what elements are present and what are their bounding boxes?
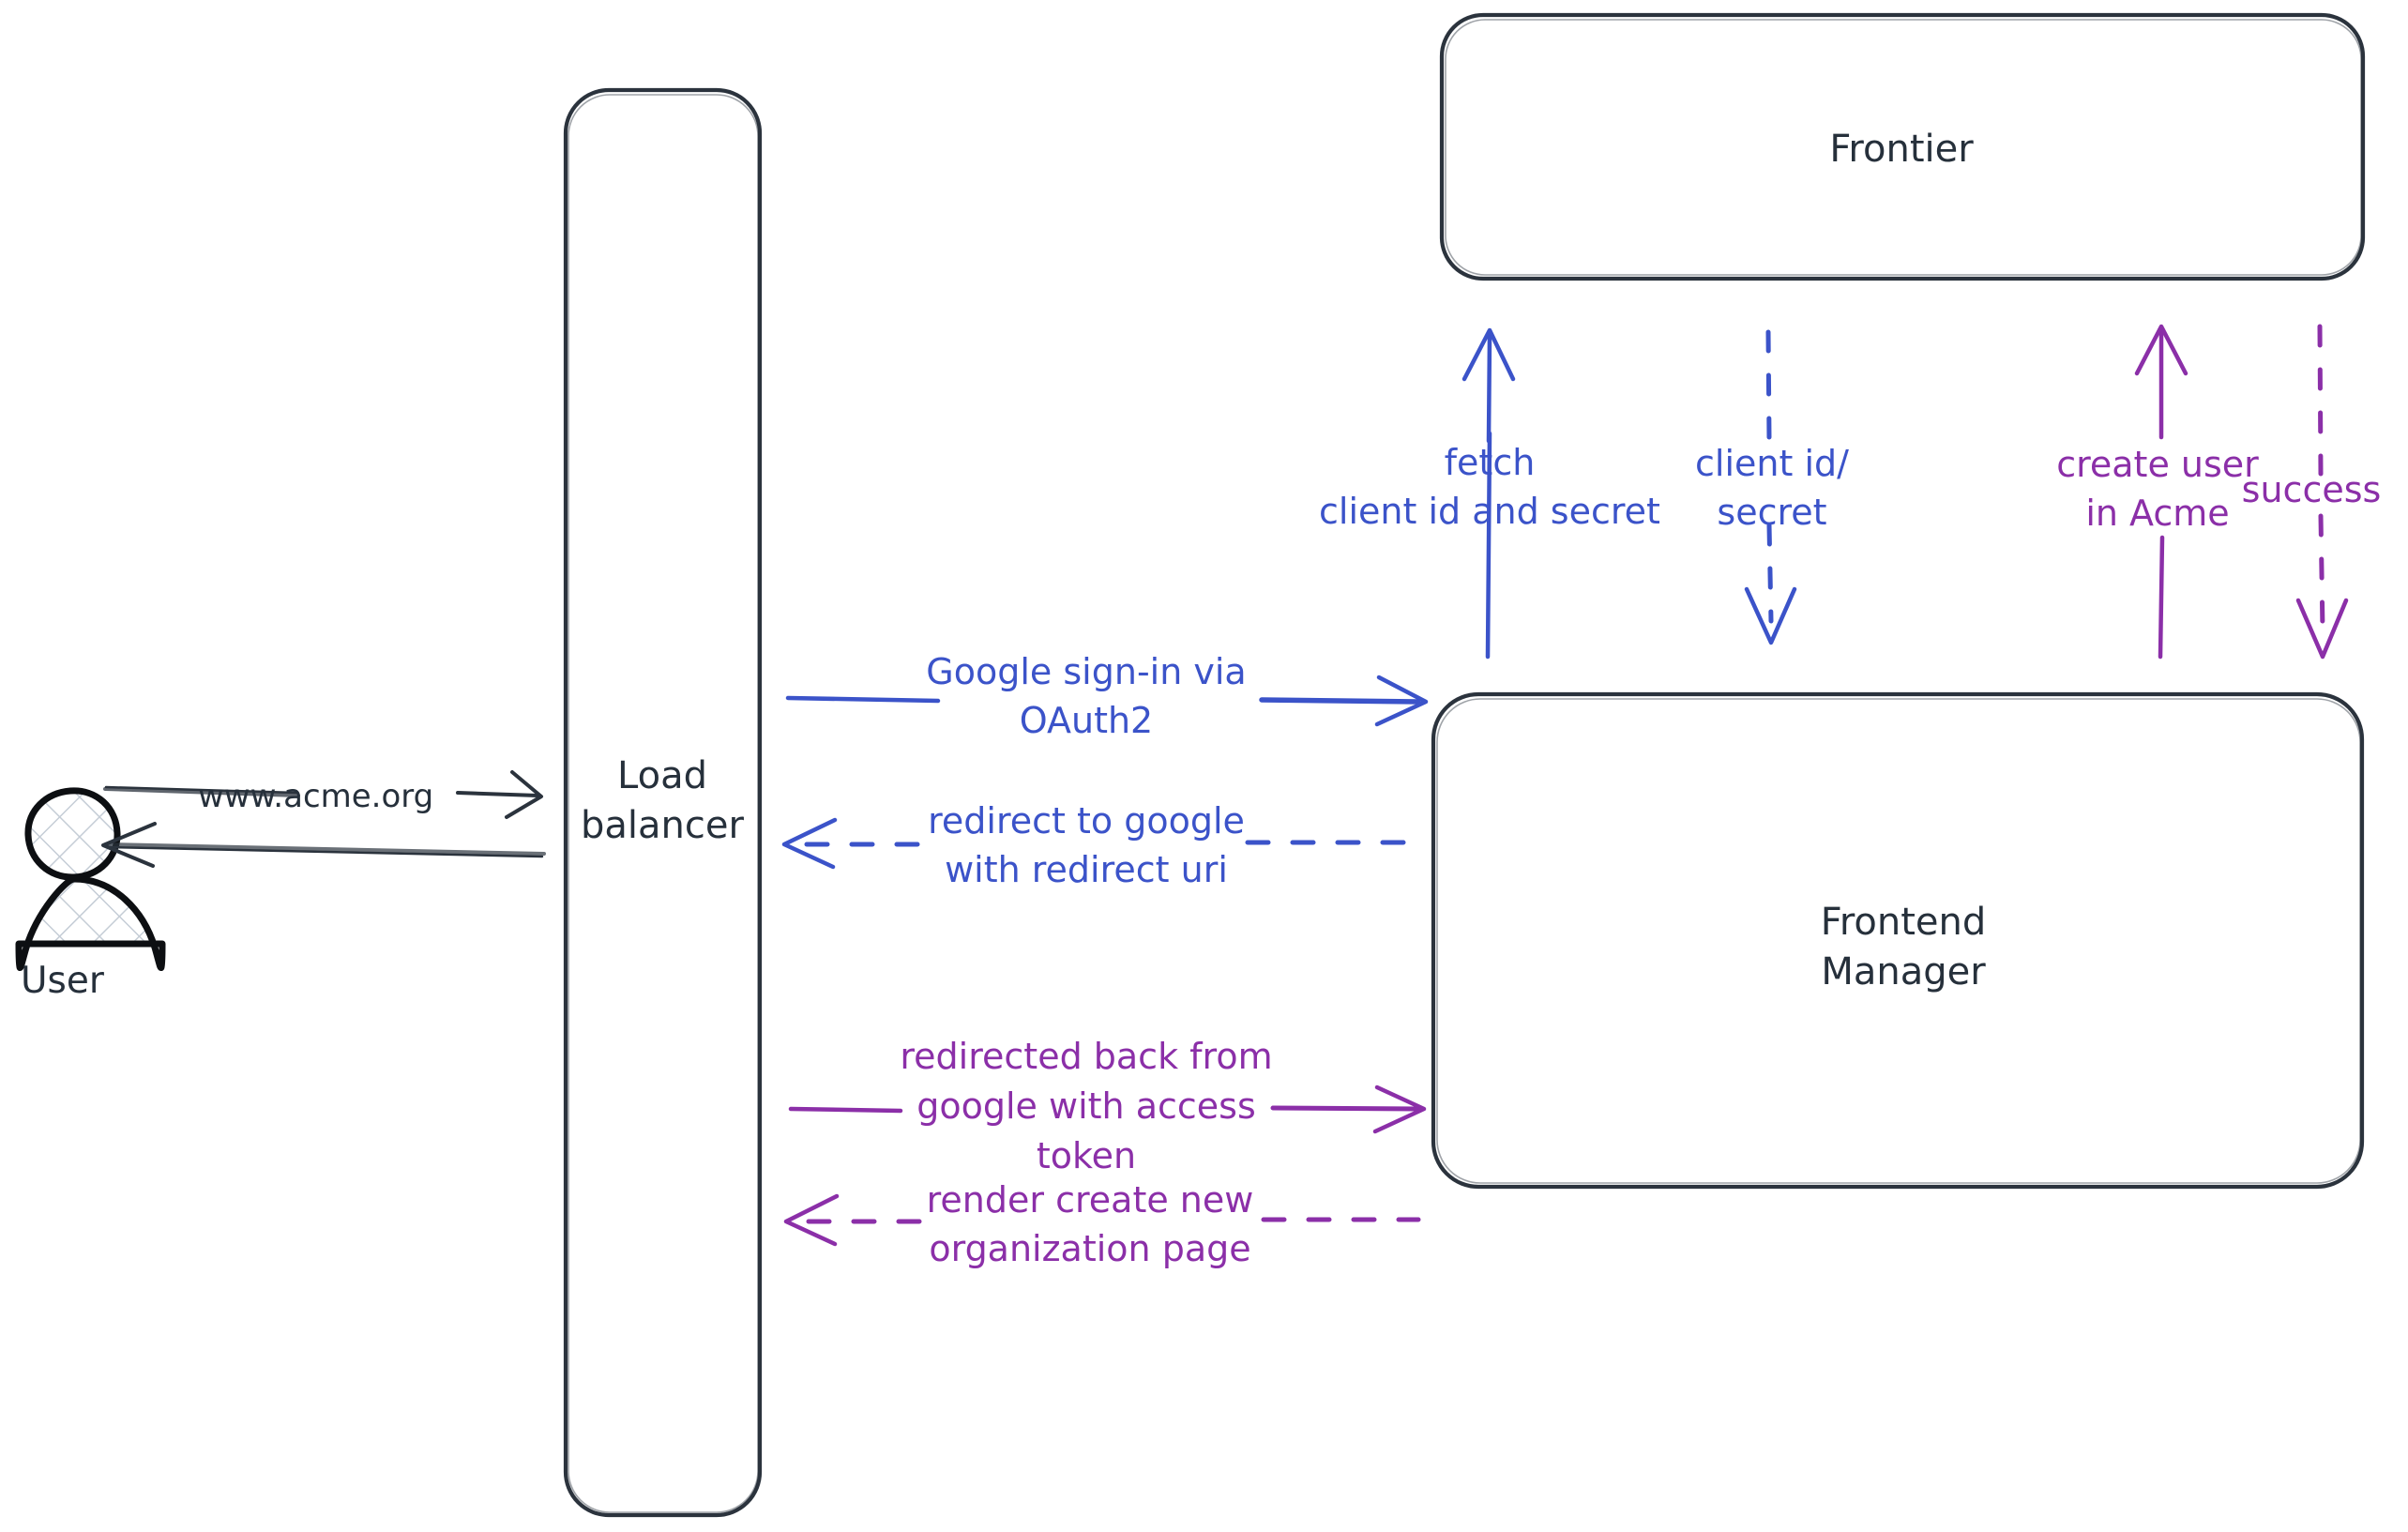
frontend-manager-box-sketch-outline	[1436, 698, 2361, 1184]
edge-label-create-user-line1: create user	[2056, 444, 2259, 485]
edge-label-client-id-line1: client id/	[1695, 443, 1849, 484]
edge-redirect-to-google[interactable]	[781, 817, 1421, 870]
edge-label-token-line1: redirected back from	[900, 1036, 1272, 1077]
edge-redirected-back-token[interactable]	[788, 1085, 1427, 1134]
frontier-label: Frontier	[1829, 128, 1974, 171]
frontend-manager-node[interactable]	[1431, 691, 2365, 1190]
load-balancer-box[interactable]	[563, 87, 763, 1518]
edge-label-google-signin-line1: Google sign-in via	[926, 651, 1246, 692]
edge-google-signin[interactable]	[785, 675, 1429, 727]
load-balancer-node[interactable]	[563, 87, 763, 1518]
user-label: User	[21, 960, 105, 1002]
edge-label-render-org-line1: render create new	[927, 1179, 1254, 1221]
frontier-box-sketch-outline	[1445, 19, 2362, 276]
frontier-box[interactable]	[1439, 12, 2366, 281]
edge-user-to-load-balancer[interactable]	[103, 770, 543, 819]
edge-label-success: success	[2242, 469, 2382, 510]
edge-label-fetch-line2: client id and secret	[1319, 491, 1660, 532]
edge-label-fetch-line1: fetch	[1445, 442, 1536, 483]
frontend-manager-label-line2: Manager	[1821, 950, 1986, 994]
edge-label-token-line2: google with access	[916, 1085, 1256, 1127]
edge-label-create-user-line2: in Acme	[2085, 493, 2229, 534]
edge-label-redirect-to-google-line1: redirect to google	[928, 800, 1245, 842]
edge-label-token-line3: token	[1037, 1135, 1136, 1176]
frontend-manager-box[interactable]	[1431, 691, 2365, 1190]
load-balancer-label-line2: balancer	[581, 804, 744, 847]
load-balancer-label-line1: Load	[617, 754, 707, 797]
edge-fetch-client-id-secret[interactable]	[1461, 327, 1516, 660]
edge-render-create-org[interactable]	[783, 1193, 1421, 1247]
frontend-manager-label-line1: Frontend	[1821, 901, 1987, 944]
edge-label-redirect-to-google-line2: with redirect uri	[945, 849, 1228, 890]
edge-label-client-id-line2: secret	[1717, 492, 1826, 533]
edge-client-id-secret-response[interactable]	[1744, 329, 1797, 645]
edge-label-render-org-line2: organization page	[929, 1228, 1250, 1269]
edge-label-google-signin-line2: OAuth2	[1020, 700, 1153, 741]
edge-create-user-success[interactable]	[2295, 324, 2349, 660]
edge-create-user-in-acme[interactable]	[2134, 324, 2188, 660]
edge-label-www-acme-org: www.acme.org	[198, 778, 433, 815]
edge-load-balancer-to-user[interactable]	[101, 822, 546, 868]
user-icon	[15, 787, 166, 972]
load-balancer-box-sketch-outline	[568, 94, 759, 1513]
frontier-node[interactable]	[1439, 12, 2366, 281]
